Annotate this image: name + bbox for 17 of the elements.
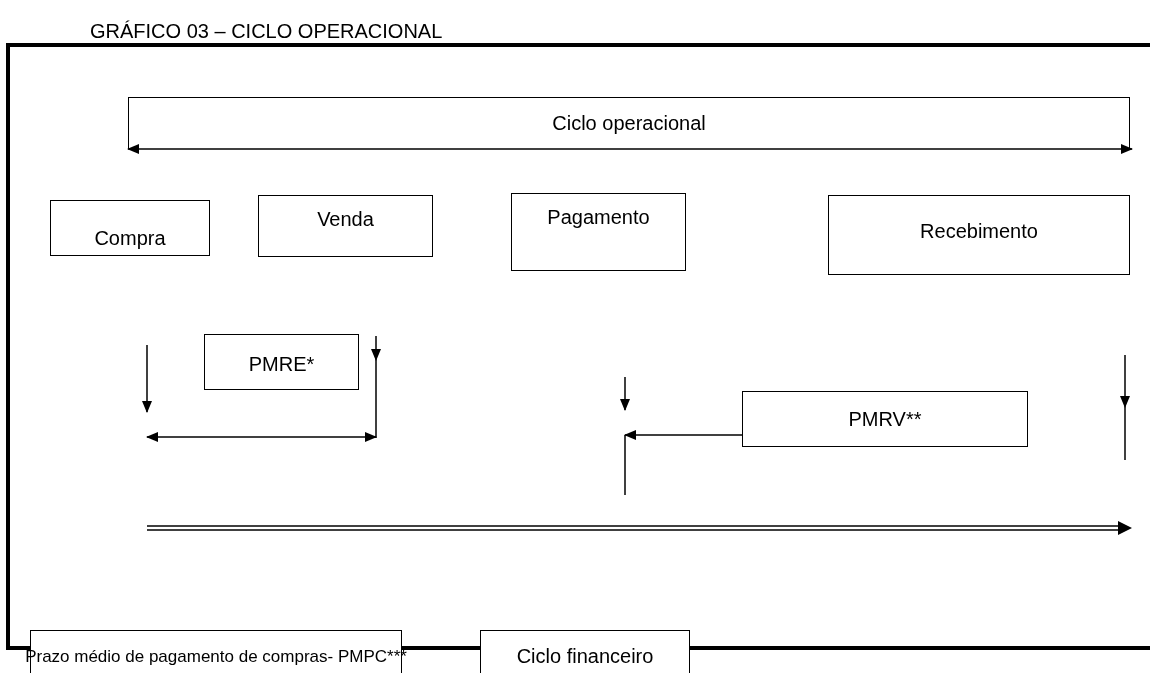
stage-box xyxy=(50,200,210,256)
node-label: Compra xyxy=(94,227,166,251)
node-label: Venda xyxy=(317,208,374,232)
stage-box xyxy=(828,195,1130,275)
node-label: Ciclo financeiro xyxy=(516,645,654,669)
node-label: Pagamento xyxy=(547,206,650,230)
cycle-box xyxy=(480,630,690,673)
span-bracket xyxy=(128,97,1130,149)
node-label: PMRE* xyxy=(248,353,315,377)
period-box xyxy=(204,334,359,390)
stage-box xyxy=(258,195,433,257)
title: GRÁFICO 03 – CICLO OPERACIONAL xyxy=(90,20,443,43)
node-label: Recebimento xyxy=(920,220,1038,244)
period-box xyxy=(742,391,1028,447)
node-label: Ciclo operacional xyxy=(552,112,706,136)
node-label: PMRV** xyxy=(848,408,922,432)
stage-box xyxy=(511,193,686,271)
